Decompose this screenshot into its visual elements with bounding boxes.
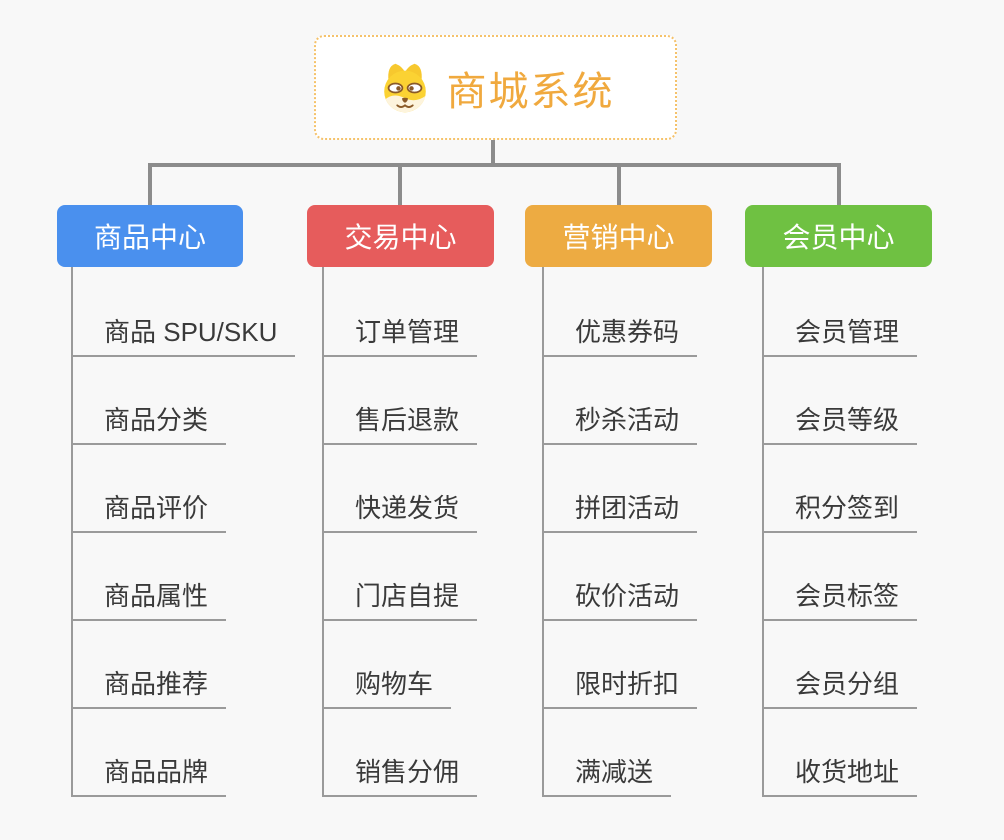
branch-node-3[interactable]: 会员中心 bbox=[745, 205, 932, 267]
sub-node[interactable]: 拼团活动 bbox=[542, 493, 698, 533]
sub-node[interactable]: 秒杀活动 bbox=[542, 405, 698, 445]
sub-node[interactable]: 门店自提 bbox=[322, 581, 478, 621]
branch-children: 订单管理售后退款快递发货门店自提购物车销售分佣 bbox=[322, 267, 622, 807]
branch-children: 会员管理会员等级积分签到会员标签会员分组收货地址 bbox=[762, 267, 1004, 807]
sub-node[interactable]: 商品分类 bbox=[71, 405, 227, 445]
sub-node[interactable]: 会员分组 bbox=[762, 669, 918, 709]
branch-children: 商品 SPU/SKU 商品分类商品评价商品属性商品推荐商品品牌 bbox=[71, 267, 371, 807]
sub-node[interactable]: 商品品牌 bbox=[71, 757, 227, 797]
sub-node[interactable]: 积分签到 bbox=[762, 493, 918, 533]
sub-node[interactable]: 会员标签 bbox=[762, 581, 918, 621]
branch-label: 营销中心 bbox=[562, 222, 675, 253]
branch-label: 交易中心 bbox=[344, 222, 457, 253]
connector-branch-drop bbox=[617, 163, 621, 205]
sub-node[interactable]: 商品推荐 bbox=[71, 669, 227, 709]
connector-bus bbox=[148, 163, 841, 167]
sub-node[interactable]: 商品 SPU/SKU bbox=[71, 317, 296, 357]
sub-node[interactable]: 收货地址 bbox=[762, 757, 918, 797]
sub-node[interactable]: 快递发货 bbox=[322, 493, 478, 533]
branch-node-1[interactable]: 交易中心 bbox=[307, 205, 494, 267]
root-title: 商城系统 bbox=[446, 69, 615, 114]
sub-node[interactable]: 售后退款 bbox=[322, 405, 478, 445]
connector-root-stub bbox=[491, 140, 495, 163]
sub-node[interactable]: 销售分佣 bbox=[322, 757, 478, 797]
sub-node[interactable]: 订单管理 bbox=[322, 317, 478, 357]
sub-node[interactable]: 限时折扣 bbox=[542, 669, 698, 709]
sub-node[interactable]: 优惠券码 bbox=[542, 317, 698, 357]
sub-node[interactable]: 购物车 bbox=[322, 669, 452, 709]
sub-node[interactable]: 会员管理 bbox=[762, 317, 918, 357]
sub-node[interactable]: 商品属性 bbox=[71, 581, 227, 621]
branch-label: 商品中心 bbox=[93, 222, 206, 253]
shiba-dog-icon bbox=[377, 62, 433, 114]
branch-children: 优惠券码秒杀活动拼团活动砍价活动限时折扣满减送 bbox=[542, 267, 842, 807]
connector-branch-drop bbox=[398, 163, 402, 205]
sub-node[interactable]: 满减送 bbox=[542, 757, 672, 797]
branch-node-2[interactable]: 营销中心 bbox=[525, 205, 712, 267]
root-node[interactable]: 商城系统 bbox=[314, 35, 677, 140]
sub-node[interactable]: 商品评价 bbox=[71, 493, 227, 533]
branch-label: 会员中心 bbox=[782, 222, 895, 253]
sub-node[interactable]: 会员等级 bbox=[762, 405, 918, 445]
connector-branch-drop bbox=[837, 163, 841, 205]
connector-branch-drop bbox=[148, 163, 152, 205]
branch-node-0[interactable]: 商品中心 bbox=[57, 205, 243, 267]
sub-node[interactable]: 砍价活动 bbox=[542, 581, 698, 621]
